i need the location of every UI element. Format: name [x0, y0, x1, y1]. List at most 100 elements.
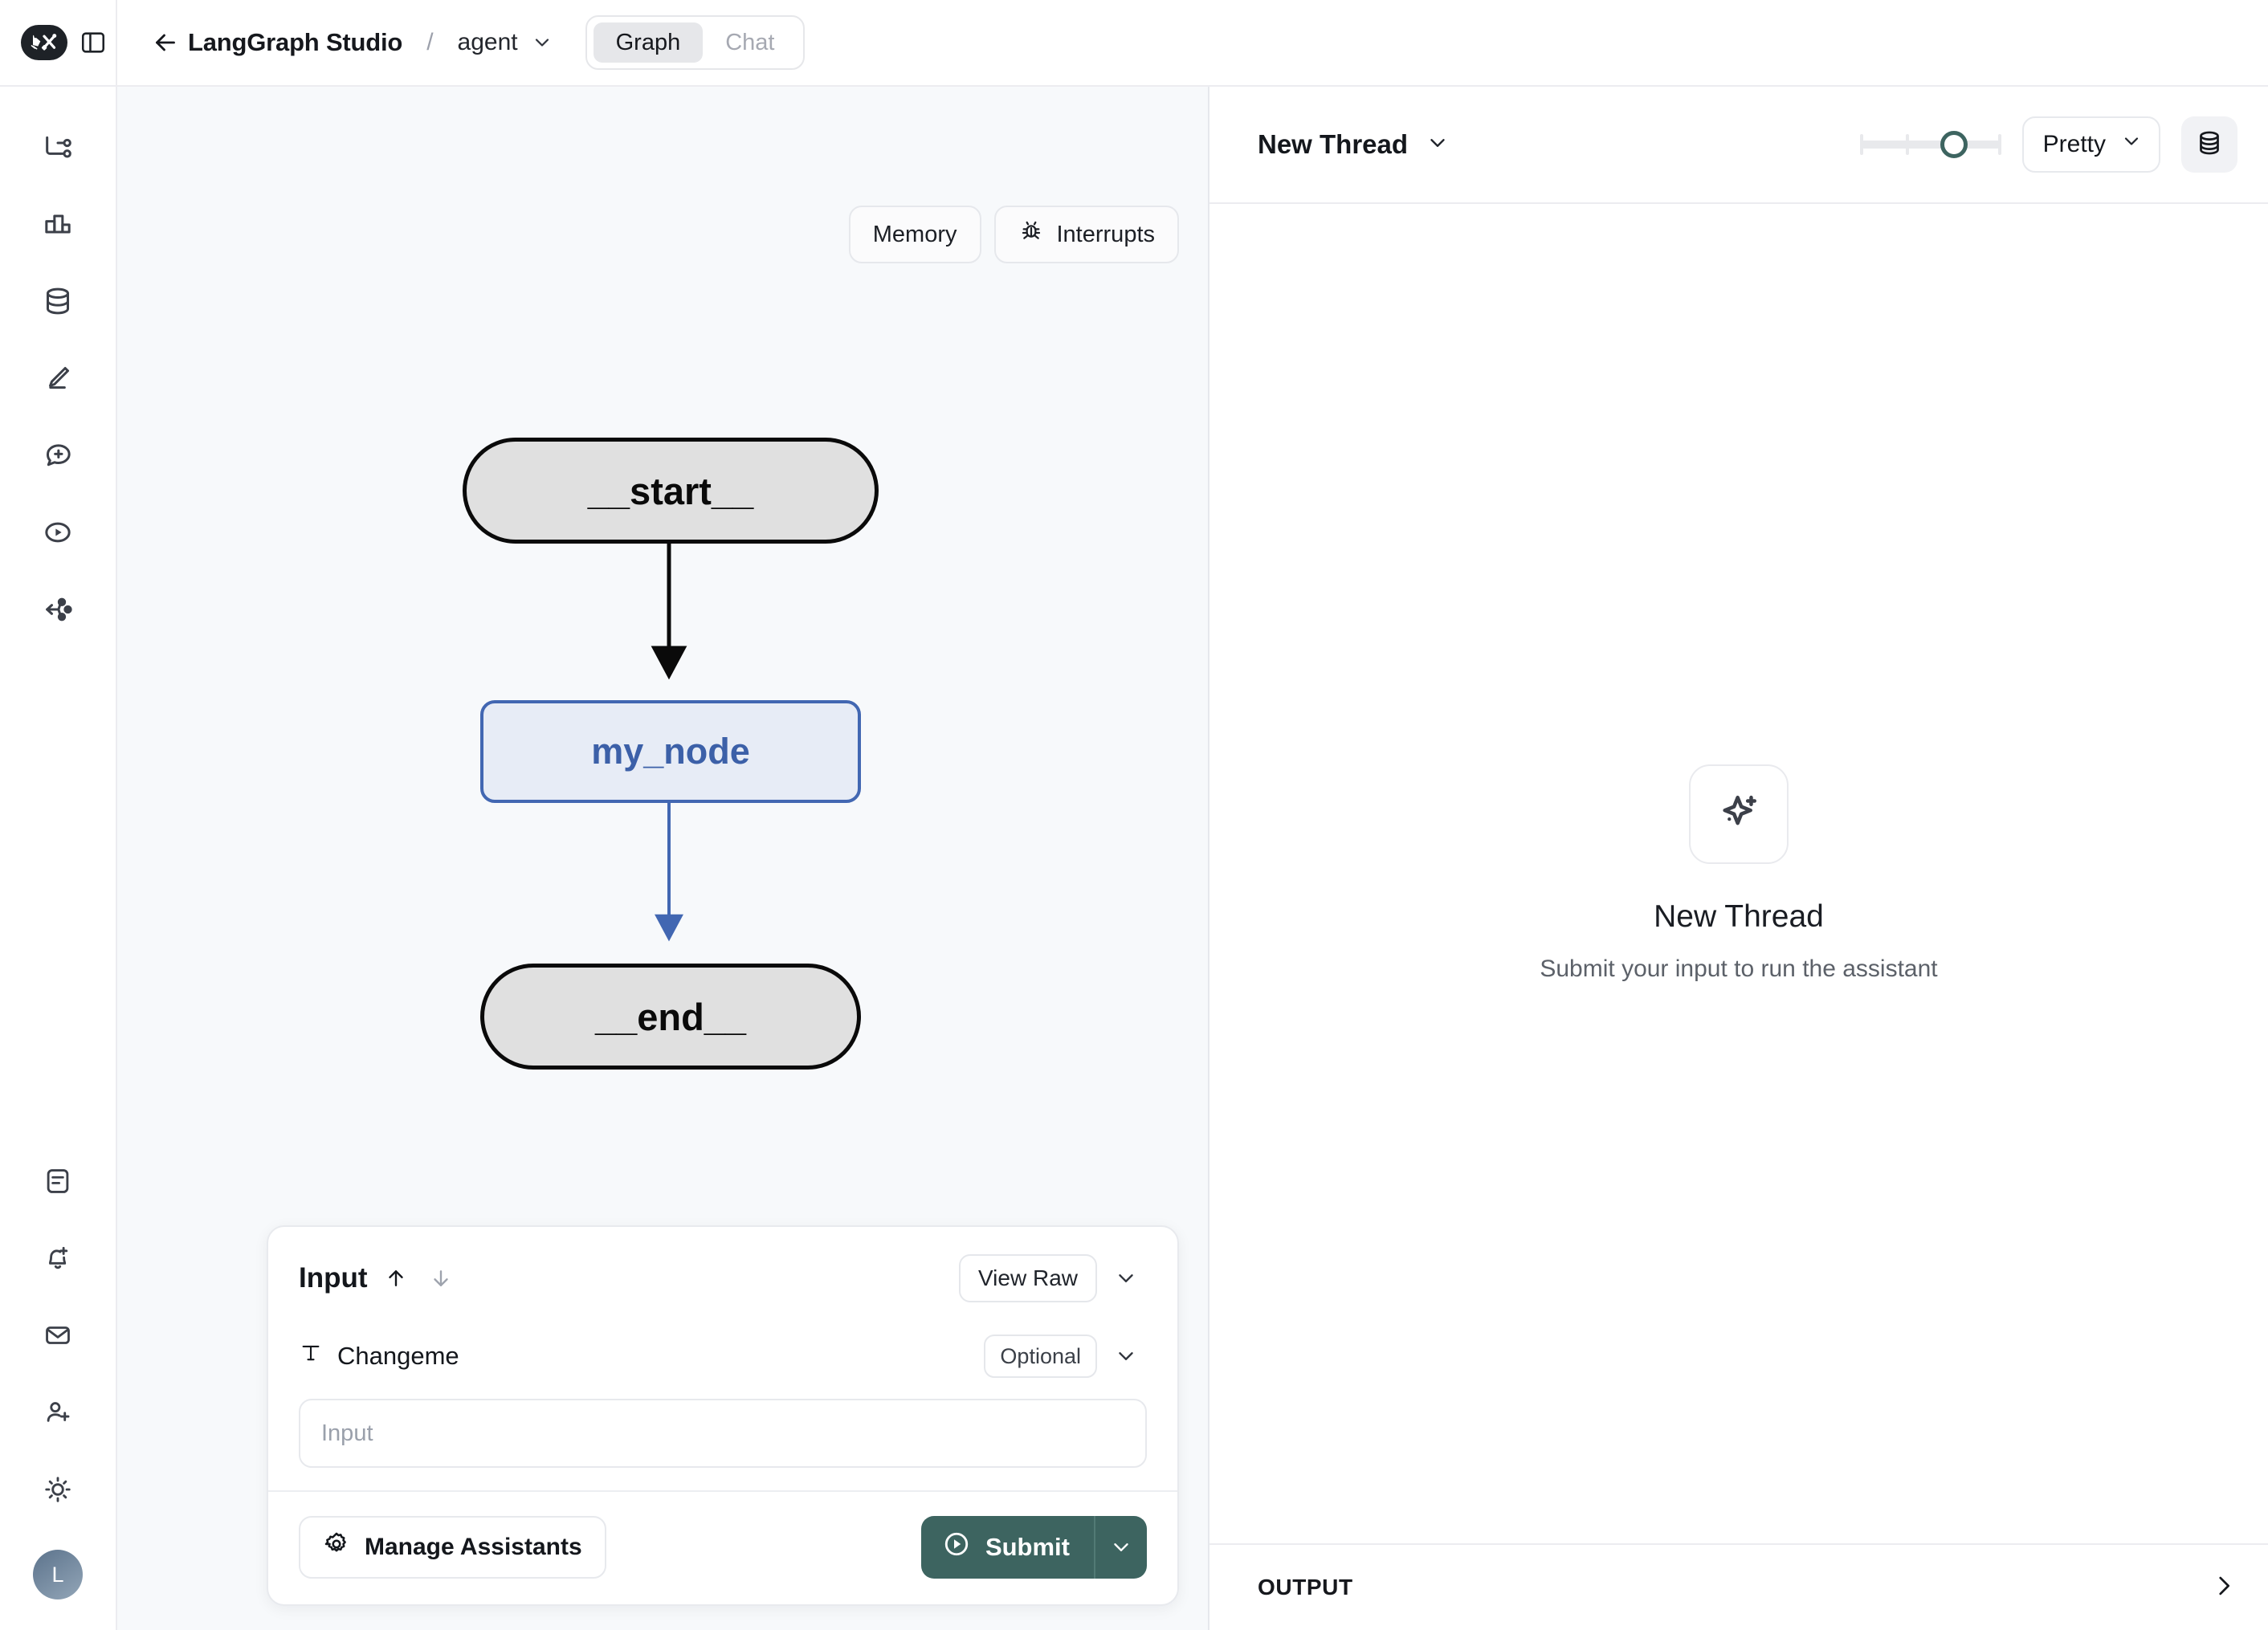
thread-panel-controls: Pretty [1859, 116, 2237, 173]
database-icon [42, 285, 74, 321]
input-field-header: Changeme Optional [299, 1335, 1147, 1378]
share-nodes-icon [42, 593, 74, 630]
interrupts-label: Interrupts [1056, 221, 1156, 247]
graph-panel: Memory Interrupts [117, 87, 1209, 1630]
thread-selector[interactable]: New Thread [1258, 129, 1450, 160]
langchain-parrot-logo[interactable] [21, 25, 67, 60]
input-panel-actions: View Raw [959, 1254, 1147, 1302]
view-mode-tabs: Graph Chat [585, 15, 806, 70]
left-icon-rail: L [0, 87, 117, 1630]
breadcrumb: LangGraph Studio / agent Graph Chat [117, 15, 806, 70]
format-label: Pretty [2042, 131, 2106, 157]
thread-state-button[interactable] [2181, 116, 2237, 173]
bell-plus-icon [43, 1243, 73, 1278]
document-icon [43, 1166, 73, 1200]
input-title: Input [299, 1262, 368, 1294]
slider-tick [1859, 134, 1863, 155]
app-body: L Memory Inter [0, 87, 2268, 1630]
text-type-icon [299, 1341, 323, 1371]
rail-item-annotation-queues[interactable] [28, 350, 88, 410]
thread-name: New Thread [1258, 129, 1409, 159]
breadcrumb-separator: / [426, 29, 434, 55]
rail-item-tracing[interactable] [28, 119, 88, 178]
slider-tick [1997, 134, 2001, 155]
output-bar[interactable]: OUTPUT [1209, 1543, 2268, 1630]
manage-assistants-label: Manage Assistants [365, 1534, 582, 1560]
message-plus-icon [42, 439, 74, 475]
gear-icon [323, 1530, 350, 1564]
graph-node-start[interactable]: __start__ [463, 438, 879, 544]
input-field-label-group: Changeme [299, 1341, 459, 1371]
submit-button-group: Submit [920, 1516, 1147, 1579]
memory-button[interactable]: Memory [848, 206, 981, 263]
view-raw-button[interactable]: View Raw [959, 1254, 1097, 1302]
rail-item-playground[interactable] [28, 504, 88, 564]
graph-node-my-node[interactable]: my_node [480, 700, 861, 803]
slider-tick [1905, 134, 1909, 155]
interrupts-button[interactable]: Interrupts [993, 206, 1179, 263]
arrow-down-icon[interactable] [424, 1261, 458, 1295]
slider-thumb[interactable] [1940, 131, 1968, 158]
memory-label: Memory [872, 221, 957, 247]
chevron-down-icon[interactable] [531, 31, 553, 54]
bug-icon [1018, 218, 1044, 251]
sidebar-toggle-icon[interactable] [77, 26, 109, 59]
input-collapse-chevron-down-icon[interactable] [1105, 1257, 1147, 1299]
thread-empty-state: New Thread Submit your input to run the … [1209, 204, 2268, 1543]
page-title: LangGraph Studio [188, 28, 403, 56]
input-title-group: Input [299, 1261, 458, 1295]
slider-track [1859, 141, 2001, 149]
format-select[interactable]: Pretty [2021, 116, 2160, 173]
submit-label: Submit [985, 1533, 1070, 1561]
submit-button[interactable]: Submit [920, 1516, 1094, 1579]
input-field-actions: Optional [984, 1335, 1147, 1378]
top-bar: LangGraph Studio / agent Graph Chat [0, 0, 2268, 87]
envelope-icon [43, 1320, 73, 1355]
graph-toolbar: Memory Interrupts [848, 206, 1179, 263]
thread-panel-header: New Thread Pretty [1209, 87, 2268, 204]
input-field[interactable] [299, 1399, 1147, 1468]
status-badge: Optional [984, 1335, 1097, 1378]
tab-graph[interactable]: Graph [593, 22, 704, 63]
chevron-right-icon[interactable] [2210, 1572, 2237, 1604]
assistant-name[interactable]: agent [457, 29, 518, 55]
input-field-label: Changeme [337, 1342, 459, 1370]
user-plus-icon [43, 1397, 73, 1432]
sparkles-icon [1689, 764, 1789, 864]
empty-state-subtitle: Submit your input to run the assistant [1540, 956, 1938, 982]
graph-node-end[interactable]: __end__ [480, 964, 861, 1070]
rail-item-inbox[interactable] [28, 1307, 88, 1367]
rail-item-invite-member[interactable] [28, 1384, 88, 1444]
input-panel-footer: Manage Assistants Submit [268, 1492, 1177, 1604]
arrow-up-icon[interactable] [379, 1261, 413, 1295]
sun-icon [43, 1474, 73, 1509]
graph-nodes: __start__ my_node __end__ [117, 87, 1208, 1630]
thread-panel: New Thread Pretty [1209, 87, 2268, 1630]
bar-chart-icon [42, 208, 74, 244]
brand-zone [0, 0, 117, 85]
rail-item-datasets[interactable] [28, 273, 88, 332]
input-panel: Input [267, 1225, 1179, 1606]
field-chevron-down-icon[interactable] [1105, 1335, 1147, 1377]
chevron-down-icon [2120, 130, 2143, 159]
rail-item-alerts[interactable] [28, 1230, 88, 1290]
rail-item-theme-toggle[interactable] [28, 1461, 88, 1521]
pencil-icon [42, 362, 74, 398]
history-slider[interactable] [1859, 125, 2001, 164]
avatar[interactable]: L [33, 1550, 83, 1599]
submit-dropdown-chevron-down-icon[interactable] [1094, 1516, 1147, 1579]
rail-item-docs[interactable] [28, 1153, 88, 1212]
back-button[interactable] [148, 25, 183, 60]
rail-item-prompts[interactable] [28, 427, 88, 487]
chevron-down-icon [1426, 131, 1450, 159]
play-circle-icon [942, 1530, 971, 1565]
rail-top-group [28, 119, 88, 641]
rail-item-deployments[interactable] [28, 581, 88, 641]
rail-item-monitoring[interactable] [28, 196, 88, 255]
input-panel-body: Input [268, 1227, 1177, 1492]
play-circle-icon [42, 516, 74, 552]
manage-assistants-button[interactable]: Manage Assistants [299, 1516, 606, 1579]
tab-chat[interactable]: Chat [725, 29, 775, 55]
input-panel-header: Input [299, 1254, 1147, 1302]
